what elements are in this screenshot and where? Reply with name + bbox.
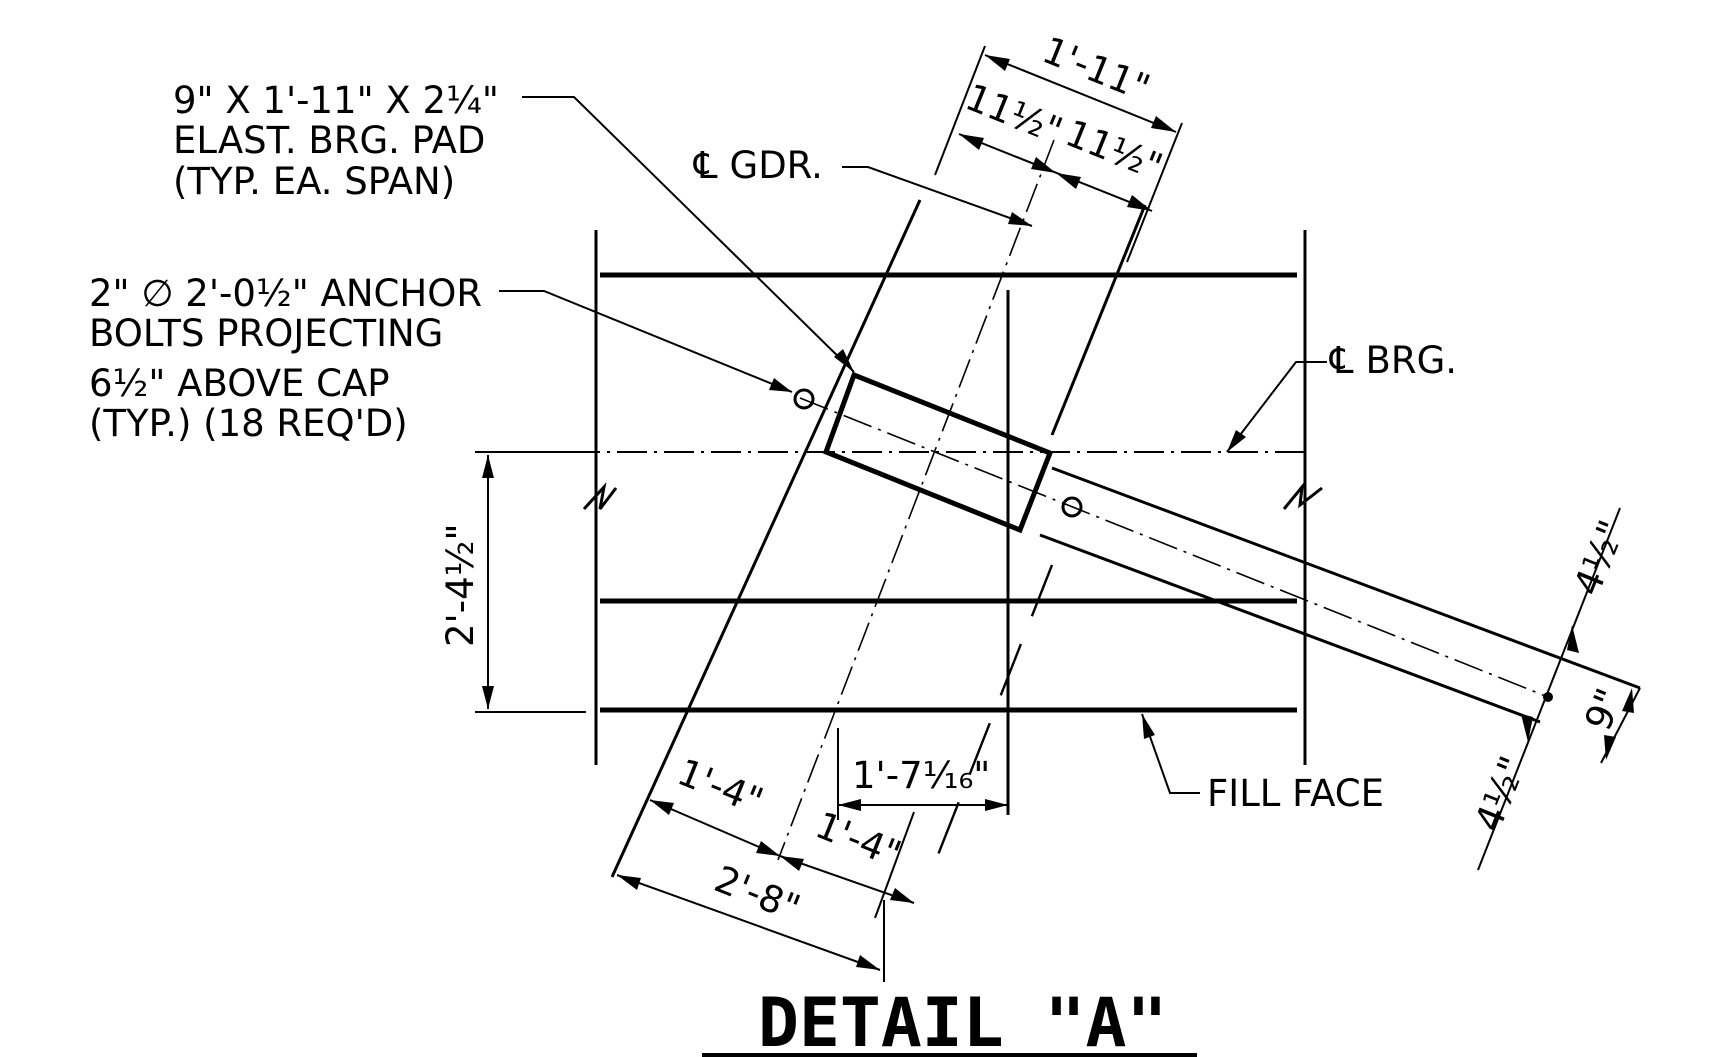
girder-right-edge-upper	[1050, 204, 1147, 436]
arrow-bolt-left-start	[650, 800, 674, 815]
anchor-bolt-left	[793, 388, 815, 410]
leader-cl-brg	[1226, 361, 1327, 453]
arrow-bolt-total-start	[617, 875, 641, 890]
arrow-pad-width-bottom	[1604, 735, 1616, 760]
dim-line-edge-distances	[1477, 507, 1621, 871]
girder-left-edge	[610, 199, 922, 878]
dim-text-edge-bottom: 4½"	[1466, 750, 1534, 837]
dim-text-offset: 1'-7¹⁄₁₆"	[852, 754, 990, 797]
break-symbol-right	[1282, 482, 1323, 510]
arrow-offset-left	[838, 799, 861, 811]
girder-right-edge-hidden	[934, 564, 1054, 861]
detail-title: DETAIL "A"	[758, 984, 1167, 1057]
dim-line-half-widths	[958, 133, 1153, 212]
dim-text-bolt-total: 2'-8"	[709, 857, 806, 930]
dim-line-pad-length	[984, 54, 1177, 133]
bolt-axis-intersection-dot	[1543, 692, 1553, 702]
arrow-half-right-start	[1056, 173, 1081, 189]
dim-text-bolt-right: 1'-4"	[810, 803, 907, 876]
note-bearing-pad: 9" X 1'-11" X 2¼" ELAST. BRG. PAD (TYP. …	[173, 79, 499, 203]
break-symbol-left	[582, 482, 618, 511]
arrow-pad-length-left	[985, 55, 1010, 71]
dim-line-bolt-left	[649, 799, 781, 857]
note-anchor-bolts: 2" ∅ 2'-0½" ANCHOR BOLTS PROJECTING 6½" …	[89, 272, 482, 445]
dim-text-pad-width: 9"	[1576, 683, 1631, 737]
arrow-offset-right	[985, 799, 1008, 811]
leader-fill-face	[1141, 713, 1200, 794]
pier-cap	[582, 230, 1323, 765]
note-pad-line-1: 9" X 1'-11" X 2¼"	[173, 79, 499, 122]
label-cl-girder: ℄ GDR.	[693, 144, 823, 187]
label-cl-bearing: ℄ BRG.	[1329, 339, 1457, 382]
arrow-pad-length-right	[1151, 116, 1176, 132]
arrow-leader-cl-gdr	[1008, 212, 1032, 226]
cap-width-dimension	[475, 451, 586, 713]
cl-girder-line	[777, 139, 1055, 861]
label-fill-face: FILL FACE	[1207, 772, 1384, 815]
arrow-half-left-start	[959, 134, 984, 150]
arrow-cap-top	[482, 455, 494, 478]
dim-line-bolt-right	[779, 855, 915, 904]
arrow-half-right-end	[1127, 195, 1152, 211]
note-pad-line-2: ELAST. BRG. PAD	[173, 119, 485, 162]
note-bolt-line-4: (TYP.) (18 REQ'D)	[89, 402, 408, 445]
leader-bolt-note	[499, 290, 793, 393]
ext-line-pad-right	[1126, 122, 1183, 263]
arrow-bolt-right-start	[780, 856, 804, 871]
pad-width-dimensions	[1477, 507, 1641, 871]
offset-dimension	[837, 728, 1008, 820]
arrow-pad-width-top	[1622, 688, 1634, 713]
arrow-bolt-total-end	[856, 955, 880, 970]
leader-cl-gdr	[842, 166, 1033, 227]
elastomeric-bearing-pad	[822, 371, 1054, 534]
arrow-edge-bottom	[1521, 714, 1533, 742]
arrow-leader-cl-brg	[1227, 430, 1246, 452]
dim-line-bolt-total	[616, 874, 881, 971]
dim-text-bolt-left: 1'-4"	[672, 750, 769, 823]
ext-line-bolt-right	[874, 811, 915, 919]
note-bolt-line-2: BOLTS PROJECTING	[89, 312, 443, 355]
pad-extension-upper	[1051, 466, 1641, 690]
arrow-bolt-right-end	[890, 888, 914, 903]
leaders	[499, 96, 1327, 794]
arrow-bolt-left-end	[756, 841, 780, 856]
arrow-edge-top	[1567, 625, 1579, 653]
arrow-half-left-end	[1031, 157, 1056, 173]
arrow-cap-bottom	[482, 686, 494, 709]
arrow-leader-pad	[834, 349, 854, 372]
dim-text-cap-width: 2'-4½"	[439, 524, 482, 647]
pad-extension-lower	[1039, 533, 1541, 724]
arrow-leader-fill-face	[1142, 714, 1155, 739]
bolt-axis-line	[799, 397, 1549, 698]
dim-text-pad-length: 1'-11"	[1037, 28, 1156, 110]
pad-length-dimension	[934, 45, 1183, 263]
bolt-spacing-dimensions	[616, 799, 915, 982]
dim-text-edge-top: 4½"	[1565, 514, 1633, 601]
note-pad-line-3: (TYP. EA. SPAN)	[173, 160, 455, 203]
note-bolt-line-1: 2" ∅ 2'-0½" ANCHOR	[89, 272, 482, 315]
arrow-leader-bolt	[769, 378, 792, 392]
leader-pad-note	[522, 96, 855, 373]
girder-lines	[610, 139, 1147, 878]
note-bolt-line-3: 6½" ABOVE CAP	[89, 362, 390, 405]
ext-line-pad-left	[934, 45, 986, 176]
anchor-bolt-right	[1061, 496, 1083, 518]
